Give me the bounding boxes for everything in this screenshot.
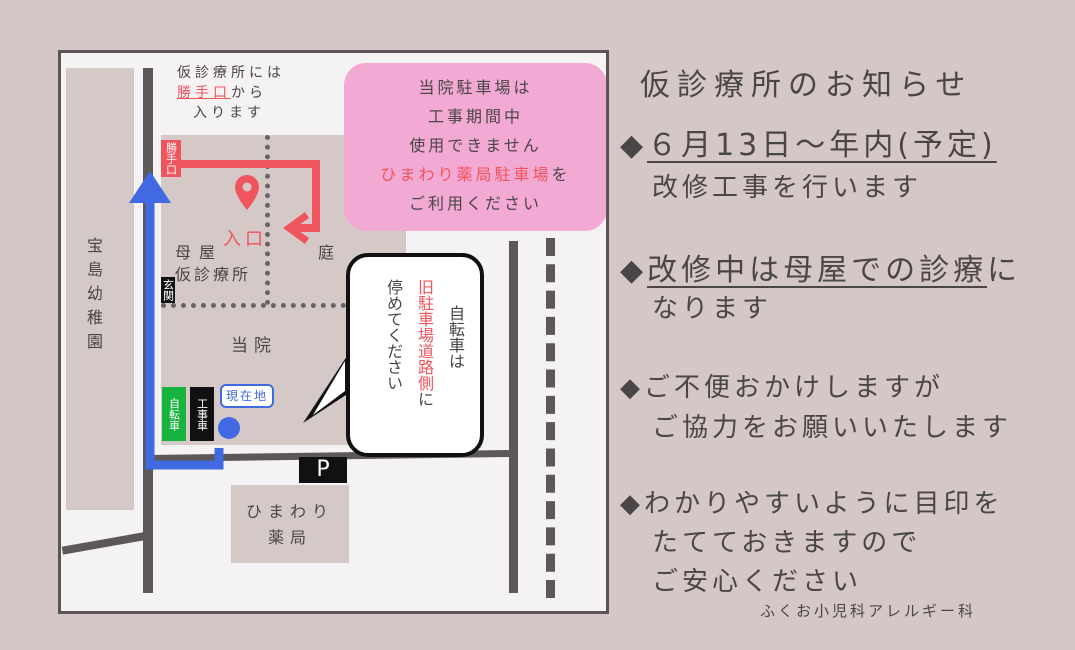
construction-vehicle-tag-text: 工事車 <box>195 397 209 431</box>
entrance-note-line3: 入ります <box>193 105 265 121</box>
notice-item-2-ni: に <box>987 253 1022 288</box>
bike-notice-bubble: 自転車は 旧駐車場道路側に 停めてください <box>346 253 484 457</box>
route-arrows <box>129 160 320 470</box>
main-house-label: 母屋 <box>175 243 224 262</box>
notice-item-1-line2: 改修工事を行います <box>652 173 923 203</box>
parking-notice-bubble: 当院駐車場は 工事期間中 使用できません ひまわり薬局駐車場を ご利用ください <box>344 63 606 231</box>
diamond-bullet-icon: ◆ <box>620 373 644 403</box>
clinic-signature: ふくお小児科アレルギー科 <box>760 602 977 620</box>
temp-clinic-label: 仮診療所 <box>175 265 252 284</box>
entrance-note: 仮診療所には 勝手口から 入ります <box>177 63 285 123</box>
parking-notice-line2: 工事期間中 <box>427 107 523 126</box>
entrance-pin-icon <box>235 175 259 210</box>
parking-notice-pharmacy: ひまわり薬局駐車場 <box>380 165 552 184</box>
bicycle-tag-text: 自転車 <box>167 397 181 431</box>
construction-vehicle-tag: 工事車 <box>190 387 214 441</box>
notice-item-1-line1: ◆６月13日～年内(予定) <box>620 120 997 164</box>
pharmacy-block <box>231 485 349 563</box>
clinic-map: 宝島幼稚園 ひまわり 薬局 P 仮診療所には 勝手口から 入ります <box>58 50 609 614</box>
dotted-divider-horizontal <box>161 303 406 308</box>
notice-item-3-line1: ◆ご不便おかけしますが <box>620 367 944 404</box>
bike-notice-col3: 停めてください <box>384 279 403 391</box>
notice-item-4-line2: たてておきますので <box>652 528 922 558</box>
red-route-arrow <box>173 160 320 232</box>
road-dashed-line <box>546 238 555 598</box>
bike-bubble-tail <box>303 353 349 423</box>
diamond-bullet-icon: ◆ <box>620 128 648 163</box>
page-title: 仮診療所のお知らせ <box>640 68 973 103</box>
notice-item-1-dates: ６月13日～年内(予定) <box>647 128 997 163</box>
back-door-tag: 勝手口 <box>161 140 181 177</box>
bike-notice-text: 自転車は 旧駐車場道路側に 停めてください <box>383 277 466 407</box>
bike-notice-col1: 自転車は <box>446 305 465 369</box>
road-right-vertical <box>509 241 518 593</box>
pharmacy-name-line2: 薬局 <box>267 528 312 547</box>
pharmacy-name-line1: ひまわり <box>245 502 334 521</box>
entrance-note-line2: 勝手口から <box>177 83 285 103</box>
notice-item-4-line3: ご安心ください <box>652 567 863 597</box>
bike-notice-ni: に <box>415 391 434 407</box>
blue-arrow-head <box>129 171 171 203</box>
genkan-tag-text: 玄関 <box>161 279 175 301</box>
current-location-text: 現在地 <box>226 389 269 403</box>
diamond-bullet-icon: ◆ <box>620 253 648 288</box>
parking-mark: P <box>316 457 330 482</box>
bicycle-tag: 自転車 <box>162 387 186 441</box>
parking-notice-wo: を <box>551 165 571 184</box>
back-door-tag-text: 勝手口 <box>164 142 178 175</box>
entrance-note-kara: から <box>231 85 267 101</box>
diamond-bullet-icon: ◆ <box>620 489 644 519</box>
bike-notice-road-side: 旧駐車場道路側 <box>415 279 434 391</box>
notice-item-3-line2: ご協力をお願いいたします <box>652 413 1013 443</box>
notice-item-4-line1: ◆わかりやすいように目印を <box>620 483 1003 520</box>
notice-item-4-text1: わかりやすいように目印を <box>644 489 1004 519</box>
kindergarten-label: 宝島幼稚園 <box>84 237 103 357</box>
notice-item-2-line1: ◆改修中は母屋での診療に <box>620 245 1021 289</box>
current-location-dot <box>218 417 240 439</box>
parking-notice-line3: 使用できません <box>409 136 542 155</box>
parking-sign: P <box>299 457 347 483</box>
entrance-note-line1: 仮診療所には <box>177 65 285 81</box>
notice-item-3-text1: ご不便おかけしますが <box>644 373 945 403</box>
current-location-label: 現在地 <box>220 384 275 408</box>
blue-route-arrow <box>145 203 224 470</box>
notice-item-2-line2: なります <box>652 294 773 324</box>
bike-notice-col2: 旧駐車場道路側に <box>414 277 435 407</box>
our-clinic-label: 当院 <box>231 336 277 356</box>
dotted-divider-vertical <box>265 135 270 305</box>
garden-label: 庭 <box>318 243 338 262</box>
notice-item-2-main: 改修中は母屋での診療 <box>647 253 988 288</box>
parking-notice-line1: 当院駐車場は <box>418 78 533 97</box>
genkan-tag: 玄関 <box>161 277 175 303</box>
entrance-label: 入口 <box>223 229 267 250</box>
parking-notice-line4: ひまわり薬局駐車場を <box>344 160 606 189</box>
parking-notice-line5: ご利用ください <box>408 194 542 213</box>
pharmacy-label: ひまわり 薬局 <box>231 499 349 551</box>
kindergarten-block <box>66 68 134 510</box>
entrance-note-back-door: 勝手口 <box>177 85 231 101</box>
red-arrow-head <box>283 212 310 244</box>
